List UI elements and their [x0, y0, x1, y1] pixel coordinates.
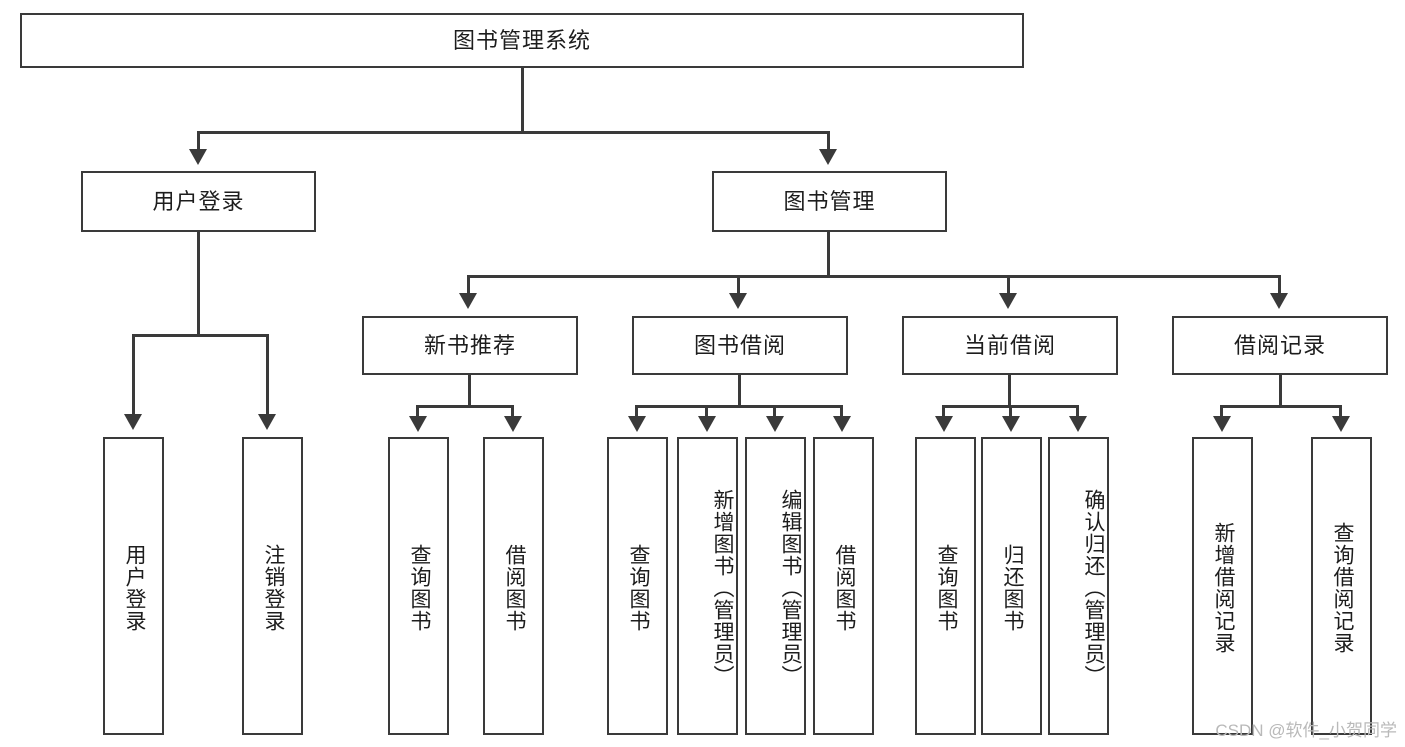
arrowhead-book-borrow-to-leaf-3 [766, 416, 784, 432]
connector-current-borrow-to-leaf-3 [1076, 405, 1079, 419]
arrowhead-new-book-rec-to-leaf-1 [409, 416, 427, 432]
connector-user-login-bus [132, 334, 269, 337]
arrowhead-root-to-user-login [189, 149, 207, 165]
arrowhead-current-borrow-to-leaf-2 [1002, 416, 1020, 432]
connector-book-manage-to-borrow-record [1278, 275, 1281, 297]
node-borrow-record[interactable]: 借阅记录 [1172, 316, 1388, 375]
connector-borrow-record-stem [1279, 375, 1282, 407]
arrowhead-book-manage-to-current-borrow [999, 293, 1017, 309]
connector-user-login-stem [197, 232, 200, 336]
leaf-confirm-return-admin[interactable]: 确认归还（管理员） [1048, 437, 1109, 735]
node-root-book-management-system[interactable]: 图书管理系统 [20, 13, 1024, 68]
node-label: 查询借阅记录 [1330, 522, 1354, 654]
leaf-add-book-admin[interactable]: 新增图书（管理员） [677, 437, 738, 735]
arrowhead-book-manage-to-new-book-rec [459, 293, 477, 309]
connector-book-manage-to-new-book-rec [467, 275, 470, 297]
leaf-edit-book-admin[interactable]: 编辑图书（管理员） [745, 437, 806, 735]
connector-book-manage-to-current-borrow [1007, 275, 1010, 297]
leaf-user-login[interactable]: 用户登录 [103, 437, 164, 735]
leaf-borrow-book-borrow[interactable]: 借阅图书 [813, 437, 874, 735]
node-new-book-recommend[interactable]: 新书推荐 [362, 316, 578, 375]
connector-borrow-record-bus [1220, 405, 1342, 408]
node-label: 借阅图书 [502, 544, 526, 632]
node-label: 新增图书（管理员） [711, 489, 734, 687]
node-label: 查询图书 [407, 544, 431, 632]
arrowhead-current-borrow-to-leaf-1 [935, 416, 953, 432]
connector-book-manage-to-book-borrow [737, 275, 740, 297]
node-label: 新增借阅记录 [1211, 522, 1235, 654]
connector-book-borrow-to-leaf-3 [773, 405, 776, 419]
node-label: 新书推荐 [423, 332, 516, 358]
connector-new-book-rec-bus [416, 405, 514, 408]
connector-current-borrow-stem [1008, 375, 1011, 407]
arrowhead-borrow-record-to-leaf-1 [1213, 416, 1231, 432]
connector-new-book-rec-stem [468, 375, 471, 407]
leaf-query-book-current[interactable]: 查询图书 [915, 437, 976, 735]
connector-book-manage-bus [467, 275, 1281, 278]
arrowhead-book-manage-to-borrow-record [1270, 293, 1288, 309]
connector-new-book-rec-to-leaf-1 [416, 405, 419, 419]
connector-book-borrow-to-leaf-2 [705, 405, 708, 419]
connector-book-borrow-stem [738, 375, 741, 407]
leaf-add-borrow-record[interactable]: 新增借阅记录 [1192, 437, 1253, 735]
node-label: 注销登录 [261, 544, 285, 632]
node-user-login[interactable]: 用户登录 [81, 171, 316, 232]
node-book-management[interactable]: 图书管理 [712, 171, 947, 232]
connector-root-to-user-login [197, 131, 200, 153]
arrowhead-borrow-record-to-leaf-2 [1332, 416, 1350, 432]
connector-user-login-to-leaf-2 [266, 334, 269, 418]
node-label: 图书借阅 [693, 332, 786, 358]
connector-root-stem [521, 68, 524, 133]
arrowhead-book-borrow-to-leaf-4 [833, 416, 851, 432]
node-label: 查询图书 [626, 544, 650, 632]
connector-borrow-record-to-leaf-2 [1339, 405, 1342, 419]
leaf-borrow-book-new-rec[interactable]: 借阅图书 [483, 437, 544, 735]
connector-book-manage-stem [827, 232, 830, 277]
leaf-query-book-borrow[interactable]: 查询图书 [607, 437, 668, 735]
connector-book-borrow-to-leaf-1 [635, 405, 638, 419]
node-label: 归还图书 [1000, 544, 1024, 632]
node-label: 借阅记录 [1233, 332, 1326, 358]
node-label: 用户登录 [152, 188, 245, 214]
node-current-borrow[interactable]: 当前借阅 [902, 316, 1118, 375]
arrowhead-book-borrow-to-leaf-2 [698, 416, 716, 432]
connector-current-borrow-to-leaf-1 [942, 405, 945, 419]
leaf-query-borrow-record[interactable]: 查询借阅记录 [1311, 437, 1372, 735]
connector-current-borrow-to-leaf-2 [1009, 405, 1012, 419]
node-label: 确认归还（管理员） [1082, 489, 1105, 687]
arrowhead-user-login-to-leaf-1 [124, 414, 142, 430]
arrowhead-current-borrow-to-leaf-3 [1069, 416, 1087, 432]
node-label: 查询图书 [934, 544, 958, 632]
node-book-borrow[interactable]: 图书借阅 [632, 316, 848, 375]
arrowhead-root-to-book-manage [819, 149, 837, 165]
node-label: 图书管理 [783, 188, 876, 214]
arrowhead-book-manage-to-book-borrow [729, 293, 747, 309]
connector-user-login-to-leaf-1 [132, 334, 135, 418]
leaf-query-book-new-rec[interactable]: 查询图书 [388, 437, 449, 735]
leaf-return-book[interactable]: 归还图书 [981, 437, 1042, 735]
node-label: 编辑图书（管理员） [779, 489, 802, 687]
connector-book-borrow-to-leaf-4 [840, 405, 843, 419]
node-label: 用户登录 [122, 544, 146, 632]
connector-book-borrow-bus [635, 405, 843, 408]
connector-root-bus [197, 131, 829, 134]
arrowhead-book-borrow-to-leaf-1 [628, 416, 646, 432]
node-label: 当前借阅 [963, 332, 1056, 358]
csdn-watermark: CSDN @软件_小贺同学 [1215, 721, 1397, 740]
arrowhead-user-login-to-leaf-2 [258, 414, 276, 430]
connector-root-to-book-manage [827, 131, 830, 153]
connector-new-book-rec-to-leaf-2 [511, 405, 514, 419]
arrowhead-new-book-rec-to-leaf-2 [504, 416, 522, 432]
connector-borrow-record-to-leaf-1 [1220, 405, 1223, 419]
node-label: 图书管理系统 [452, 27, 591, 53]
node-label: 借阅图书 [832, 544, 856, 632]
leaf-user-logout[interactable]: 注销登录 [242, 437, 303, 735]
